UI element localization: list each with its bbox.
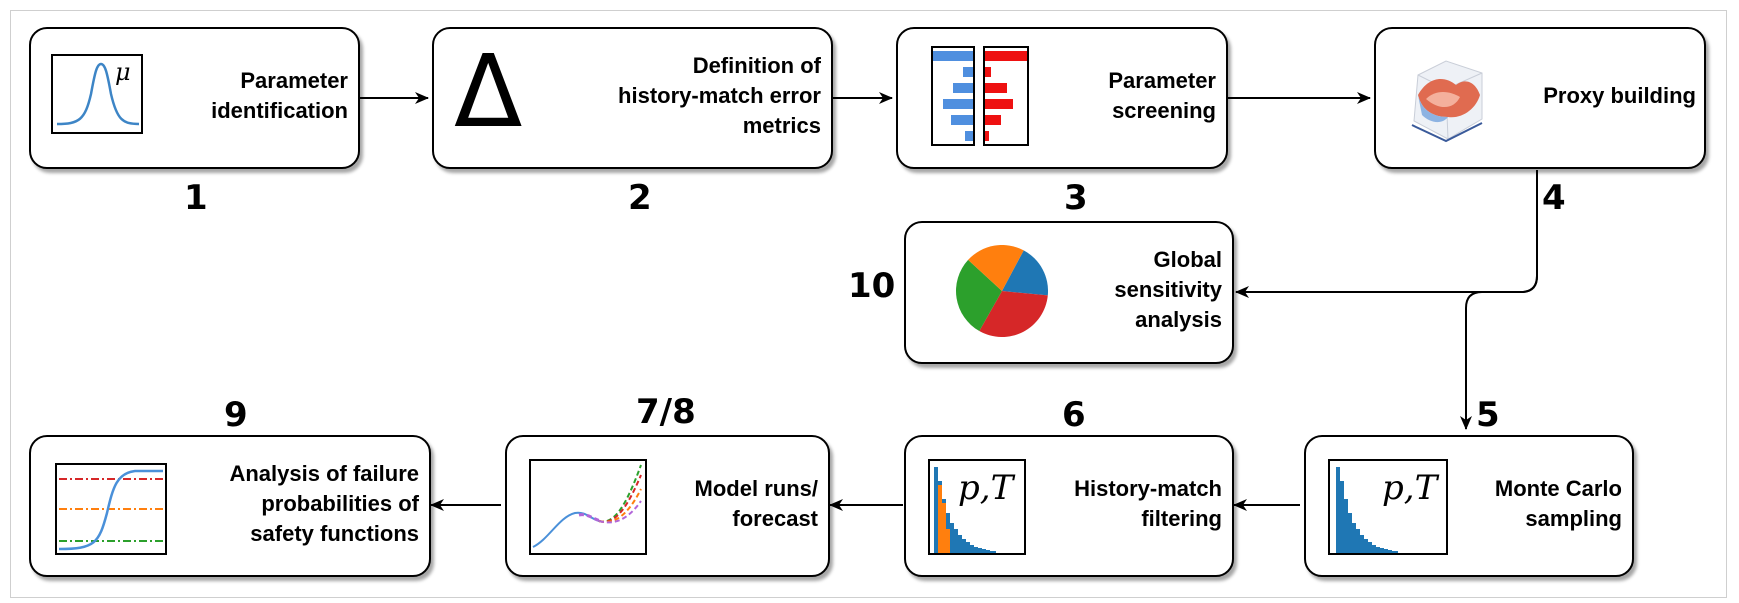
mu-symbol: μ bbox=[115, 58, 131, 86]
arrow-4-to-5 bbox=[1460, 275, 1538, 430]
step-1-number: 1 bbox=[184, 178, 208, 218]
step-6-number: 6 bbox=[1062, 395, 1086, 435]
step-1-label: Parameter identification bbox=[211, 68, 348, 123]
pt-symbol: p,T bbox=[958, 468, 1016, 508]
step-4-label: Proxy building bbox=[1543, 83, 1696, 108]
gaussian-distribution-icon: μ bbox=[51, 54, 143, 134]
step-78-number: 7/8 bbox=[636, 392, 696, 432]
step-10-box: Global sensitivity analysis bbox=[904, 221, 1234, 364]
delta-icon: Δ bbox=[454, 33, 523, 150]
failure-probability-icon bbox=[55, 463, 167, 555]
step-4-box: Proxy building bbox=[1374, 27, 1706, 169]
step-6-box: p,T History-match filtering bbox=[904, 435, 1234, 577]
step-3-number: 3 bbox=[1064, 178, 1088, 218]
arrow-4-to-10 bbox=[1235, 170, 1538, 298]
step-78-label: Model runs/ forecast bbox=[694, 476, 818, 531]
figure-frame bbox=[10, 10, 1727, 598]
step-3-box: Parameter screening bbox=[896, 27, 1228, 169]
step-4-number: 4 bbox=[1542, 178, 1566, 218]
step-78-box: Model runs/ forecast bbox=[505, 435, 830, 577]
step-3-label: Parameter screening bbox=[1108, 68, 1216, 123]
forecast-curve-icon bbox=[529, 459, 647, 555]
step-5-number: 5 bbox=[1476, 395, 1500, 435]
screening-bar-icon bbox=[931, 46, 1029, 146]
filtered-histogram-icon: p,T bbox=[928, 459, 1026, 555]
histogram-icon: p,T bbox=[1328, 459, 1448, 555]
step-9-number: 9 bbox=[224, 395, 248, 435]
step-10-number: 10 bbox=[848, 266, 896, 306]
step-1-box: μ Parameter identification bbox=[29, 27, 360, 169]
step-9-box: Analysis of failure probabilities of saf… bbox=[29, 435, 431, 577]
step-10-label: Global sensitivity analysis bbox=[1114, 247, 1222, 332]
step-9-label: Analysis of failure probabilities of saf… bbox=[229, 461, 419, 546]
pie-chart-icon bbox=[956, 245, 1048, 337]
step-5-label: Monte Carlo sampling bbox=[1494, 476, 1622, 531]
step-2-label: Definition of history-match error metric… bbox=[618, 53, 821, 138]
step-5-box: p,T Monte Carlo sampling bbox=[1304, 435, 1634, 577]
step-2-box: Δ Definition of history-match error metr… bbox=[432, 27, 833, 169]
step-6-label: History-match filtering bbox=[1074, 476, 1222, 531]
pt-symbol: p,T bbox=[1382, 468, 1440, 508]
response-surface-icon bbox=[1411, 60, 1483, 143]
step-2-number: 2 bbox=[628, 178, 652, 218]
